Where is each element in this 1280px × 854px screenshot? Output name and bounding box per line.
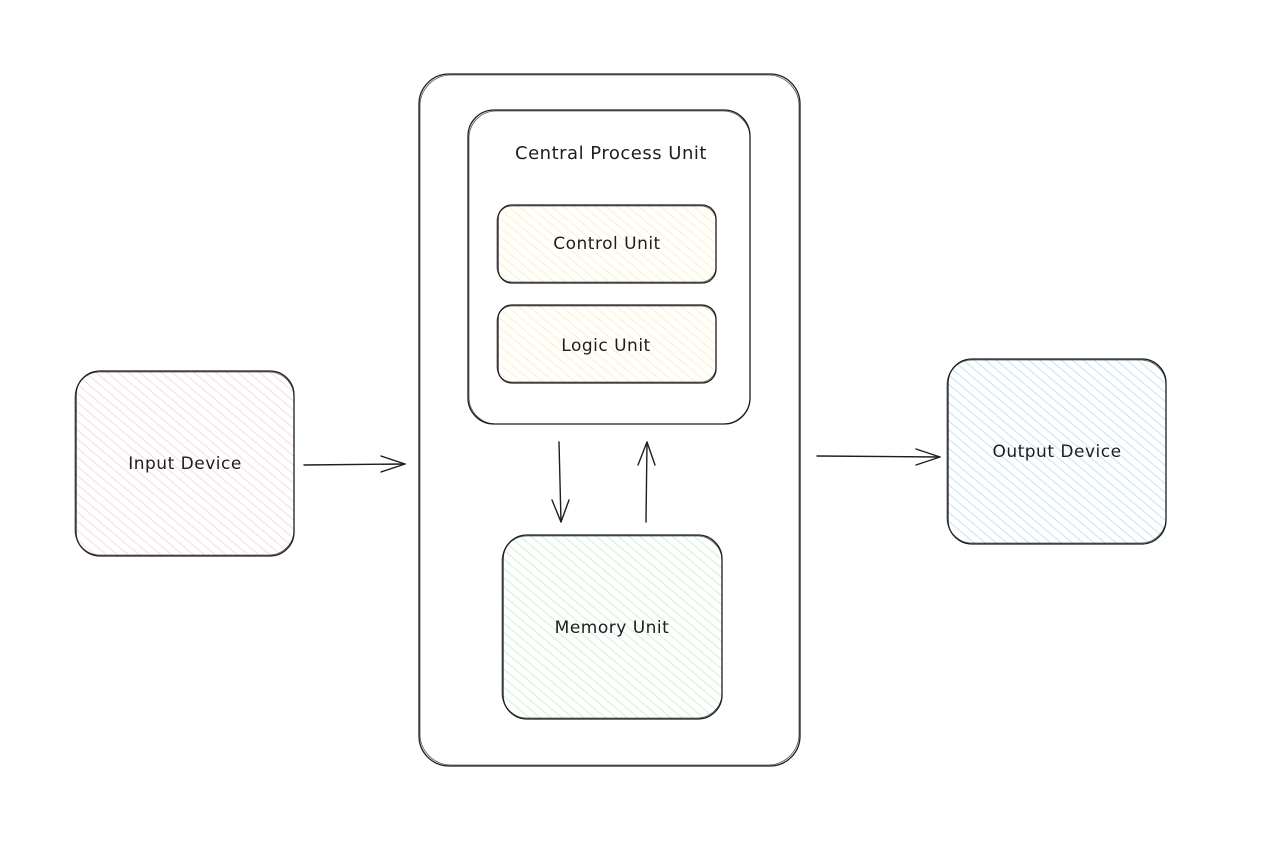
- logic-unit-label: Logic Unit: [561, 336, 650, 356]
- control-unit-label: Control Unit: [553, 234, 660, 254]
- input-device-label: Input Device: [128, 454, 242, 474]
- control-unit-node[interactable]: Control Unit: [496, 204, 717, 284]
- cpu-label: Central Process Unit: [515, 143, 707, 164]
- logic-unit-node[interactable]: Logic Unit: [496, 304, 717, 384]
- input-device-node[interactable]: Input Device: [74, 370, 295, 557]
- memory-unit-node[interactable]: Memory Unit: [501, 534, 723, 720]
- memory-to-cpu-arrow: [637, 441, 656, 523]
- output-device-label: Output Device: [992, 442, 1121, 462]
- system-to-output-arrow: [816, 448, 941, 466]
- memory-unit-label: Memory Unit: [555, 618, 670, 638]
- output-device-node[interactable]: Output Device: [946, 358, 1167, 545]
- cpu-to-memory-arrow: [551, 441, 570, 523]
- cpu-container[interactable]: Central Process Unit: [467, 109, 751, 425]
- system-container: [418, 73, 801, 767]
- input-to-system-arrow: [303, 455, 406, 473]
